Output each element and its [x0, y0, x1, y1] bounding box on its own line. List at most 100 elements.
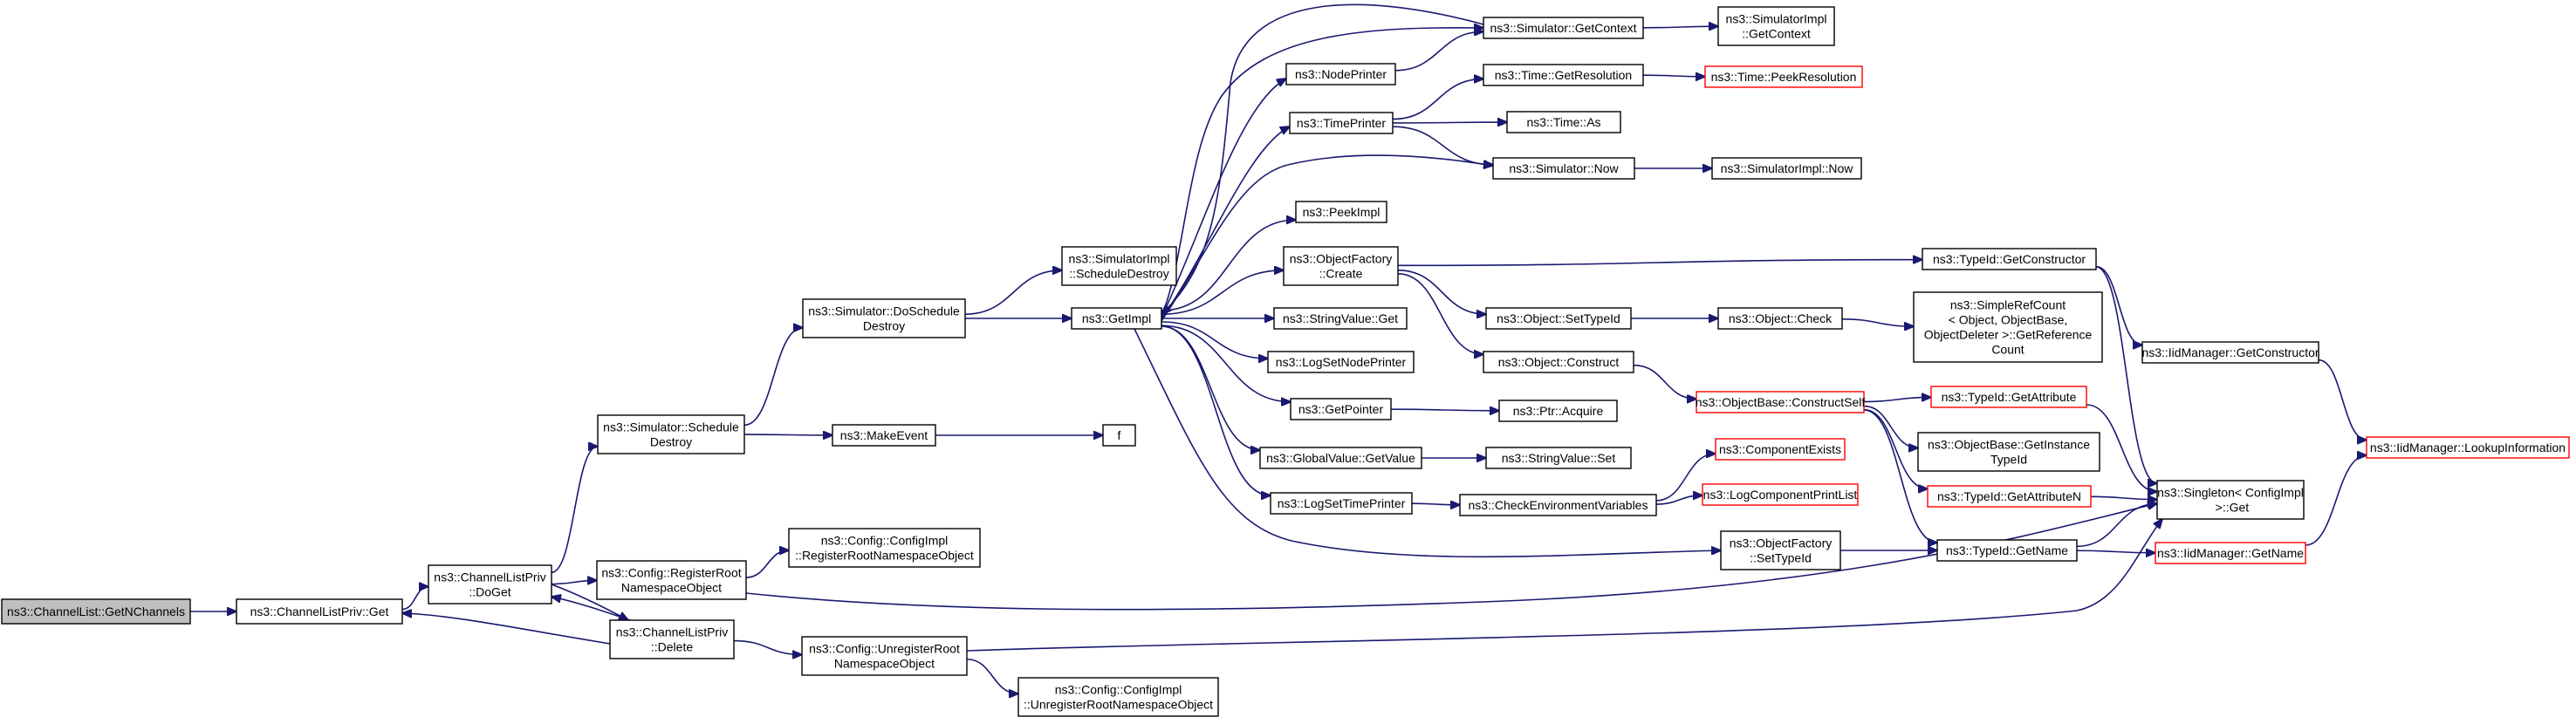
node-iidmanager_lookupinfo[interactable]: ns3::IidManager::LookupInformation	[2366, 436, 2570, 459]
node-sim_sched_destroy[interactable]: ns3::Simulator::ScheduleDestroy	[597, 414, 745, 454]
node-clp_doget[interactable]: ns3::ChannelListPriv::DoGet	[428, 564, 552, 604]
node-label: ::Create	[1319, 267, 1363, 281]
node-box	[236, 598, 403, 625]
edge-sim_sched_destroy-to-makeevent	[743, 434, 832, 435]
node-object_settypeid[interactable]: ns3::Object::SetTypeId	[1485, 307, 1632, 330]
node-nodeprinter[interactable]: ns3::NodePrinter	[1285, 63, 1396, 85]
edge-sim_sched_destroy-to-sim_doschedule_destroy	[743, 328, 803, 427]
node-label: ns3::Config::RegisterRoot	[601, 566, 741, 580]
node-object_construct[interactable]: ns3::Object::Construct	[1483, 351, 1634, 373]
node-singleton_get[interactable]: ns3::Singleton< ConfigImpl >::Get	[2156, 480, 2305, 520]
edge-objbase_constructself-to-objbase_getinstancetypeid	[1863, 405, 1918, 448]
edge-time_getresolution-to-time_peekresolution	[1642, 75, 1705, 77]
node-simplerefcount[interactable]: ns3::SimpleRefCount< Object, ObjectBase,…	[1913, 291, 2103, 363]
node-label: ns3::ComponentExists	[1719, 442, 1841, 456]
node-logsettimeprinter[interactable]: ns3::LogSetTimePrinter	[1270, 492, 1413, 515]
node-label: ns3::TypeId::GetAttributeN	[1937, 489, 2081, 503]
edge-checkenvvars-to-logcomponentprintlist	[1655, 495, 1702, 505]
node-objbase_constructself[interactable]: ns3::ObjectBase::ConstructSelf	[1696, 391, 1866, 413]
edge-getimpl-to-getpointer	[1161, 324, 1291, 401]
node-label: ns3::TypeId::GetConstructor	[1933, 252, 2086, 266]
node-box	[1061, 246, 1177, 286]
edge-nodeprinter-to-sim_getcontext	[1394, 31, 1483, 72]
node-clp_get[interactable]: ns3::ChannelListPriv::Get	[236, 598, 403, 625]
node-label: ns3::IidManager::GetName	[2157, 546, 2304, 560]
node-label: ObjectDeleter >::GetReference	[1924, 328, 2093, 342]
node-stringvalue_get[interactable]: ns3::StringValue::Get	[1273, 307, 1408, 330]
node-box	[1936, 539, 2078, 562]
node-label: ns3::Simulator::DoSchedule	[808, 304, 960, 318]
node-root[interactable]: ns3::ChannelList::GetNChannels	[1, 598, 191, 625]
edge-clp_delete-to-clp_doget	[552, 597, 631, 621]
node-sim_now[interactable]: ns3::Simulator::Now	[1492, 157, 1635, 180]
node-sim_getcontext[interactable]: ns3::Simulator::GetContext	[1483, 17, 1644, 39]
node-getimpl[interactable]: ns3::GetImpl	[1071, 307, 1162, 330]
edge-objfactory_create-to-typeid_getconstructor	[1397, 260, 1922, 267]
node-typeid_getconstructor[interactable]: ns3::TypeId::GetConstructor	[1922, 248, 2097, 270]
edge-cfg_unregister-to-singleton_get	[966, 519, 2162, 652]
node-box	[428, 564, 552, 604]
node-time_as[interactable]: ns3::Time::As	[1506, 111, 1621, 133]
node-typeid_getname[interactable]: ns3::TypeId::GetName	[1936, 539, 2078, 562]
edge-logsettimeprinter-to-checkenvvars	[1411, 503, 1460, 505]
node-timeprinter[interactable]: ns3::TimePrinter	[1289, 112, 1394, 134]
node-label: ns3::SimulatorImpl	[1069, 252, 1170, 266]
node-label: ::DoGet	[469, 585, 510, 599]
node-componentexists[interactable]: ns3::ComponentExists	[1715, 438, 1846, 461]
edge-iidmanager_getname-to-iidmanager_lookupinfo	[2305, 455, 2367, 546]
node-cfgimpl_register[interactable]: ns3::Config::ConfigImpl::RegisterRootNam…	[788, 528, 981, 568]
node-box	[1270, 492, 1413, 515]
node-checkenvvars[interactable]: ns3::CheckEnvironmentVariables	[1459, 494, 1657, 516]
node-logsetnodeprinter[interactable]: ns3::LogSetNodePrinter	[1267, 351, 1415, 373]
node-label: ::RegisterRootNamespaceObject	[795, 549, 974, 563]
edge-object_check-to-simplerefcount	[1841, 318, 1914, 326]
node-cfgimpl_unregister[interactable]: ns3::Config::ConfigImpl::UnregisterRootN…	[1017, 677, 1219, 717]
node-box	[1283, 246, 1399, 286]
node-label: ns3::IidManager::LookupInformation	[2370, 441, 2566, 454]
node-cfg_unregister[interactable]: ns3::Config::UnregisterRootNamespaceObje…	[801, 636, 968, 676]
node-box	[1, 598, 191, 625]
node-iidmanager_getconstructor[interactable]: ns3::IidManager::GetConstructor	[2141, 341, 2319, 364]
node-typeid_getattribute[interactable]: ns3::TypeId::GetAttribute	[1930, 386, 2087, 408]
node-logcomponentprintlist[interactable]: ns3::LogComponentPrintList	[1702, 483, 1859, 506]
node-box	[832, 424, 936, 447]
node-label: ns3::SimulatorImpl::Now	[1721, 161, 1854, 175]
node-ptr_acquire[interactable]: ns3::Ptr::Acquire	[1498, 400, 1618, 422]
node-label: ::Delete	[651, 640, 693, 654]
edges-layer	[190, 3, 2367, 693]
edge-typeid_getname-to-iidmanager_getname	[2076, 550, 2155, 553]
node-clp_delete[interactable]: ns3::ChannelListPriv::Delete	[609, 619, 735, 659]
edge-getimpl-to-logsetnodeprinter	[1161, 321, 1268, 359]
node-stringvalue_set[interactable]: ns3::StringValue::Set	[1485, 447, 1632, 469]
node-simimpl_sched_destroy[interactable]: ns3::SimulatorImpl::ScheduleDestroy	[1061, 246, 1177, 286]
node-cfg_register[interactable]: ns3::Config::RegisterRootNamespaceObject	[596, 560, 747, 600]
node-label: ns3::Simulator::Now	[1509, 161, 1619, 175]
node-label: ns3::Config::ConfigImpl	[821, 534, 949, 548]
node-objfactory_create[interactable]: ns3::ObjectFactory::Create	[1283, 246, 1399, 286]
node-box	[1483, 351, 1634, 373]
node-box	[801, 636, 968, 676]
node-globalvalue_getvalue[interactable]: ns3::GlobalValue::GetValue	[1259, 447, 1422, 469]
node-time_getresolution[interactable]: ns3::Time::GetResolution	[1483, 64, 1644, 86]
node-objfactory_settypeid[interactable]: ns3::ObjectFactory::SetTypeId	[1720, 530, 1841, 570]
node-label: ns3::GlobalValue::GetValue	[1266, 451, 1415, 465]
node-typeid_getattributen[interactable]: ns3::TypeId::GetAttributeN	[1927, 485, 2092, 508]
node-peekimpl[interactable]: ns3::PeekImpl	[1295, 201, 1387, 223]
node-simimpl_now[interactable]: ns3::SimulatorImpl::Now	[1711, 157, 1862, 180]
node-label: ns3::StringValue::Set	[1502, 451, 1616, 465]
node-object_check[interactable]: ns3::Object::Check	[1717, 307, 1843, 330]
node-iidmanager_getname[interactable]: ns3::IidManager::GetName	[2155, 542, 2306, 564]
node-f[interactable]: f	[1102, 424, 1136, 447]
node-box	[1704, 65, 1863, 88]
node-getpointer[interactable]: ns3::GetPointer	[1290, 398, 1392, 420]
node-label: ns3::ObjectBase::ConstructSelf	[1696, 395, 1866, 409]
edge-getimpl-to-objfactory_settypeid	[1134, 328, 1721, 558]
node-label: ns3::TypeId::GetName	[1946, 543, 2068, 557]
node-makeevent[interactable]: ns3::MakeEvent	[832, 424, 936, 447]
node-simimpl_getcontext[interactable]: ns3::SimulatorImpl::GetContext	[1717, 6, 1835, 46]
node-time_peekresolution[interactable]: ns3::Time::PeekResolution	[1704, 65, 1863, 88]
